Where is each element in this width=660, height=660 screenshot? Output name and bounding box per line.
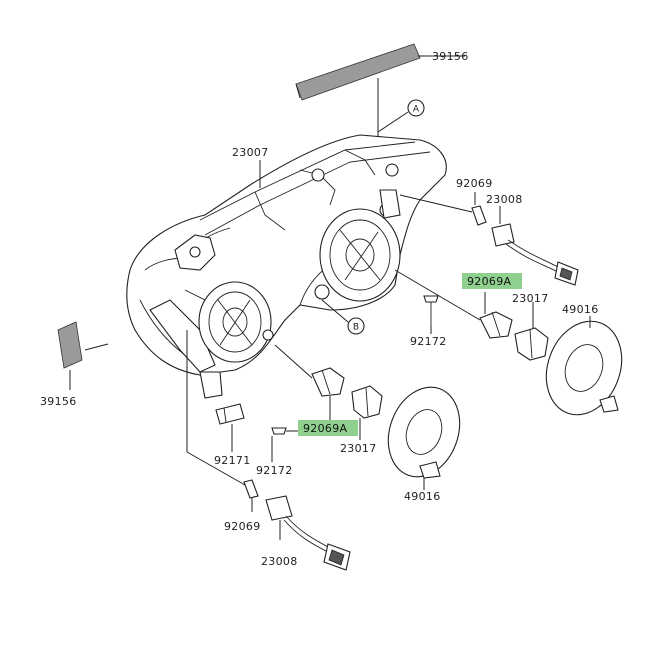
clip-92171	[215, 403, 245, 425]
label-23017-mid: 23017	[340, 442, 377, 455]
socket-23008-low	[265, 495, 351, 571]
bulb-92069-low	[243, 479, 259, 499]
bulb-92069A-right	[479, 311, 513, 339]
label-23008-low: 23008	[261, 555, 298, 568]
label-49016-low: 49016	[404, 490, 441, 503]
socket-23017-right	[514, 327, 549, 361]
ref-marker-a	[407, 99, 425, 117]
sticker-39156-top	[295, 43, 421, 101]
label-49016-right: 49016	[562, 303, 599, 316]
left-lamp-reflector	[198, 281, 274, 363]
label-39156-left: 39156	[40, 395, 77, 408]
label-92069A-right: 92069A	[467, 275, 511, 288]
label-39156-top: 39156	[432, 50, 469, 63]
highlight-92069A-right	[462, 273, 522, 289]
ref-marker-b	[347, 317, 365, 335]
ref-marker-b-label: B	[353, 323, 359, 333]
socket-23008-top	[491, 223, 579, 286]
label-23008-top: 23008	[486, 193, 523, 206]
label-23017-right: 23017	[512, 292, 549, 305]
label-92172-low: 92172	[256, 464, 293, 477]
label-92172-mid: 92172	[410, 335, 447, 348]
bulb-92069A-mid	[311, 367, 345, 397]
socket-23017-mid	[351, 385, 383, 419]
cover-49016-lower	[387, 386, 461, 479]
screw-92172-mid	[423, 295, 439, 326]
cover-49016-right	[545, 320, 623, 416]
label-92069-low: 92069	[224, 520, 261, 533]
highlight-92069A-mid	[298, 420, 358, 436]
ref-marker-a-label: A	[413, 105, 420, 115]
label-92069-top: 92069	[456, 177, 493, 190]
label-23007: 23007	[232, 146, 269, 159]
label-92171: 92171	[214, 454, 251, 467]
label-92069A-mid: 92069A	[303, 422, 347, 435]
bulb-92069-top	[471, 205, 487, 226]
sticker-39156-left	[57, 321, 83, 369]
right-lamp-reflector	[319, 189, 401, 302]
